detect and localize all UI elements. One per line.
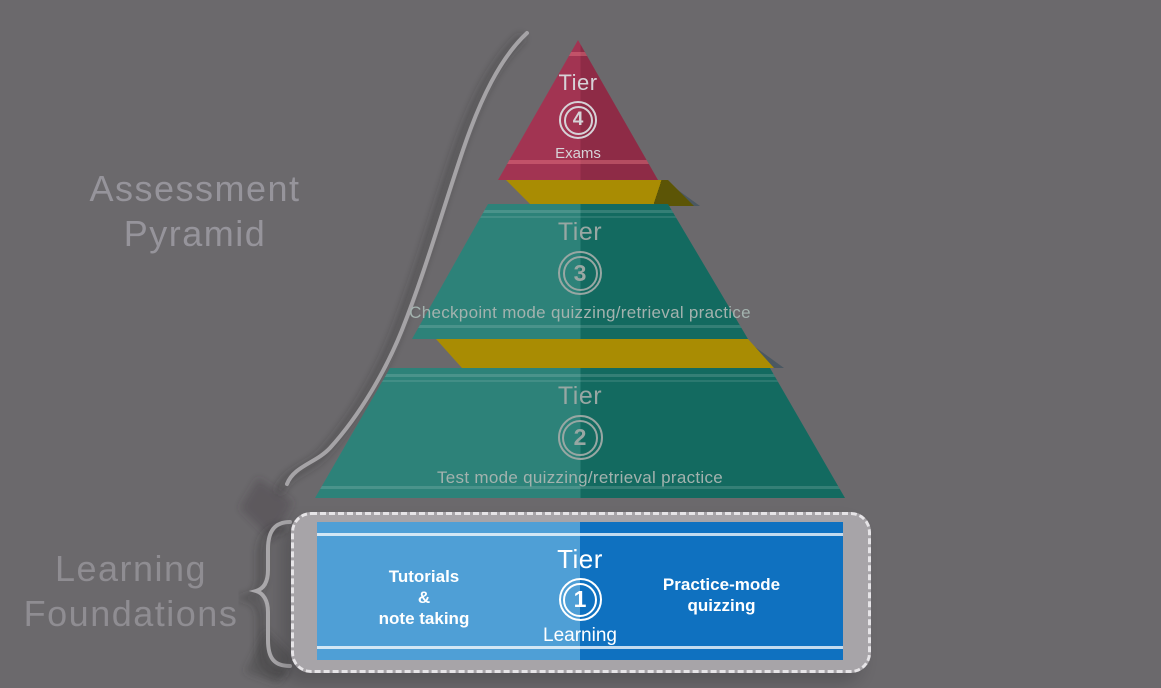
tier2-number-badge: 2 bbox=[557, 415, 603, 460]
tier4-number-badge: 4 bbox=[559, 101, 597, 139]
tier3-number-badge: 3 bbox=[558, 251, 602, 295]
tier3-word: Tier bbox=[557, 218, 603, 246]
tier1-left-line2: & bbox=[417, 588, 431, 607]
assessment-pyramid-label: Assessment Pyramid bbox=[40, 166, 350, 256]
foundations-brace bbox=[248, 520, 292, 668]
tier4-number: 4 bbox=[572, 109, 584, 130]
tier4-label: Exams bbox=[555, 145, 601, 162]
assessment-label-line1: Assessment bbox=[89, 168, 301, 209]
tier2-stripe bbox=[315, 486, 845, 489]
tier4-word: Tier bbox=[558, 70, 598, 95]
tier1-label: Learning bbox=[543, 625, 617, 646]
tier1-left-text: Tutorials & note taking bbox=[317, 566, 531, 629]
foundations-label-line2: Foundations bbox=[23, 593, 239, 634]
assessment-label-line2: Pyramid bbox=[123, 213, 267, 254]
tier1-right-line1: Practice-mode bbox=[662, 575, 781, 594]
tier1-left-line1: Tutorials bbox=[388, 567, 460, 586]
tier2-description: Test mode quizzing/retrieval practice bbox=[436, 468, 724, 487]
tier4-stripe bbox=[498, 160, 658, 164]
tier1-line bbox=[317, 646, 843, 649]
tier1-line bbox=[317, 533, 843, 536]
tier3-text-block: Tier 3 Checkpoint mode quizzing/retrieva… bbox=[380, 218, 780, 323]
learning-foundations-label: Learning Foundations bbox=[0, 546, 262, 636]
tier2-text-block: Tier 2 Test mode quizzing/retrieval prac… bbox=[380, 382, 780, 488]
tier2-word: Tier bbox=[557, 382, 603, 410]
tier1-right-text: Practice-mode quizzing bbox=[600, 574, 843, 616]
tier3-stripe bbox=[412, 210, 748, 213]
tier2-number: 2 bbox=[573, 424, 587, 450]
tier2-stripe bbox=[315, 374, 845, 377]
tier1-number-badge: 1 bbox=[558, 578, 602, 621]
tier1-left-line3: note taking bbox=[378, 609, 470, 628]
tier3-stripe bbox=[412, 216, 748, 218]
tier4-text-block: Tier 4 Exams bbox=[478, 70, 678, 162]
tier3-stripe bbox=[412, 325, 748, 328]
tier1-word: Tier bbox=[557, 544, 603, 574]
tier3-description: Checkpoint mode quizzing/retrieval pract… bbox=[409, 303, 751, 322]
tier4-stripe bbox=[498, 52, 658, 56]
foundations-label-line1: Learning bbox=[54, 548, 208, 589]
tier1-text-block: Tier 1 Learning bbox=[480, 544, 680, 647]
tier3-number: 3 bbox=[573, 259, 587, 286]
assessment-curve bbox=[285, 31, 529, 486]
tier1-number: 1 bbox=[573, 586, 587, 612]
tier2-stripe bbox=[315, 380, 845, 382]
tier1-right-line2: quizzing bbox=[687, 596, 756, 615]
